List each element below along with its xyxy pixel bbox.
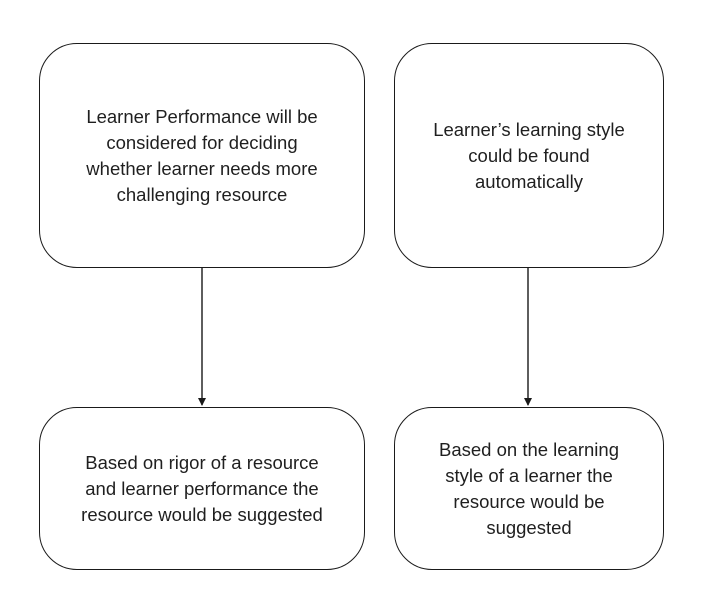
rigor-suggestion-text: Based on rigor of a resource and learner… [81, 451, 323, 525]
style-suggestion-text: Based on the learning style of a learner… [439, 438, 619, 538]
learning-style-box: Learner’s learning style could be found … [394, 43, 664, 268]
style-suggestion-box: Based on the learning style of a learner… [394, 407, 664, 570]
learning-style-text: Learner’s learning style could be found … [433, 118, 625, 192]
rigor-suggestion-box: Based on rigor of a resource and learner… [39, 407, 365, 570]
performance-text: Learner Performance will be considered f… [86, 105, 318, 205]
performance-box: Learner Performance will be considered f… [39, 43, 365, 268]
